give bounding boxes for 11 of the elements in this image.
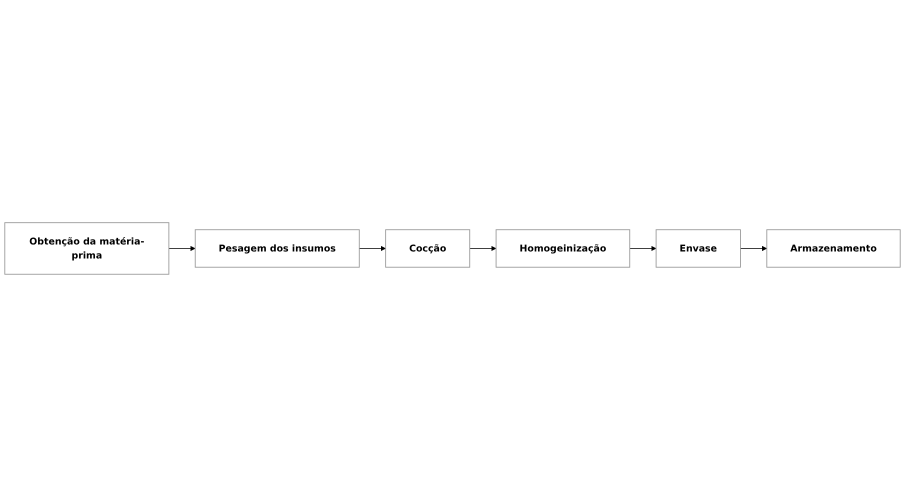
node-box: Pesagem dos insumos: [194, 229, 360, 268]
node-box: Armazenamento: [766, 229, 901, 268]
arrow: [629, 246, 656, 252]
arrow: [358, 246, 386, 252]
arrow: [740, 246, 768, 252]
arrow: [168, 246, 196, 252]
arrow: [469, 246, 496, 252]
node-box: Cocção: [385, 229, 470, 268]
node-box: Homogeinização: [496, 229, 630, 268]
node-box: Obtenção da matéria-prima: [4, 222, 170, 275]
node-box: Envase: [656, 229, 741, 268]
